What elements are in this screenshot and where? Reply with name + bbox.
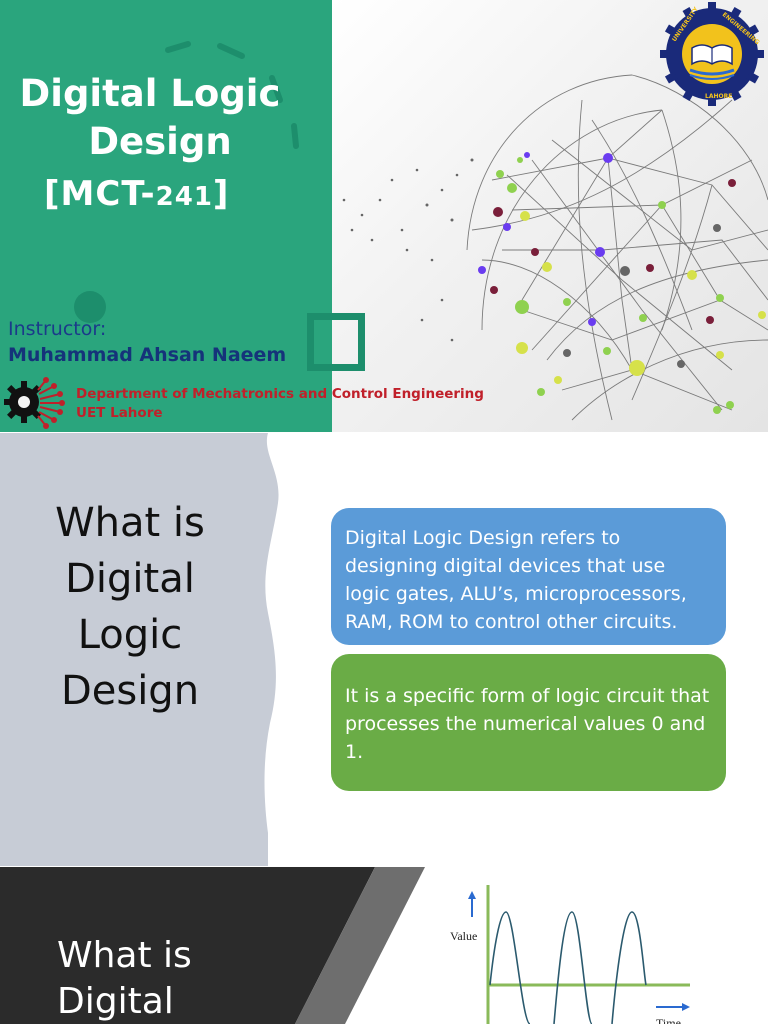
university-seal-logo: UNIVERSITY ENGINEERING LAHORE: [660, 2, 764, 106]
signal-waveform-diagram: [468, 885, 690, 1024]
heading-line: Logic: [77, 612, 183, 658]
course-code-suffix: ]: [212, 174, 230, 214]
title-slide: Digital Logic Design [MCT-241] Instructo…: [0, 0, 768, 432]
department-logo-icon: [4, 377, 65, 429]
instructor-name: Muhammad Ahsan Naeem: [8, 344, 287, 366]
heading-line: Digital: [65, 556, 195, 602]
presentation-title: Digital Logic Design: [0, 70, 300, 166]
decorative-dashed-arc: [165, 41, 299, 149]
gray-wavy-panel: [0, 433, 279, 866]
university-name: UET Lahore: [76, 405, 163, 421]
course-code: [MCT-241]: [44, 174, 229, 214]
slide-heading: What is Digital Logic Design: [30, 495, 230, 719]
instructor-label: Instructor:: [8, 318, 107, 340]
course-code-number: 241: [155, 182, 213, 212]
decorative-dot: [74, 291, 106, 323]
slide-heading: What is Digital: [57, 933, 192, 1024]
heading-line: What is: [57, 935, 192, 976]
heading-line: Design: [60, 668, 200, 714]
dark-angled-panel: [0, 867, 425, 1024]
green-panel: [0, 0, 332, 432]
department-name: Department of Mechatronics and Control E…: [76, 386, 484, 402]
decorative-square: [307, 313, 365, 371]
title-line-2: Design: [88, 120, 232, 163]
time-axis-label: Time: [656, 1016, 681, 1024]
network-globe-graphic: [342, 74, 768, 421]
heading-line: What is: [55, 500, 205, 546]
heading-line: Digital: [57, 981, 174, 1022]
course-code-prefix: [MCT-: [44, 174, 156, 214]
waveform-slide: What is Digital Value Time: [0, 867, 768, 1024]
definition-slide: What is Digital Logic Design Digital Log…: [0, 433, 768, 866]
title-line-1: Digital Logic: [19, 72, 281, 115]
definition-card: Digital Logic Design refers to designing…: [331, 508, 726, 645]
value-axis-label: Value: [450, 929, 478, 943]
binary-values-card: It is a specific form of logic circuit t…: [331, 654, 726, 791]
svg-text:LAHORE: LAHORE: [705, 93, 732, 100]
